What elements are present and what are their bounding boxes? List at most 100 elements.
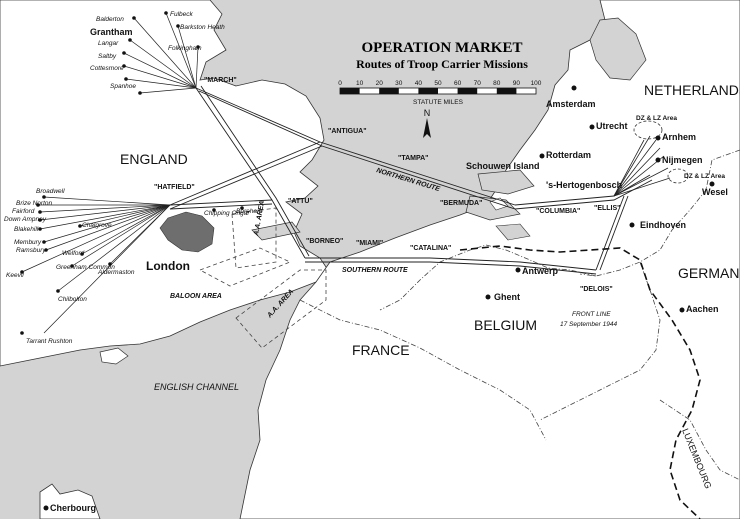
country-germany: GERMANY [678,265,740,281]
place-amsterdam: Amsterdam [546,99,596,109]
dz-ellipse-arnhem [633,120,663,140]
place-london: London [146,259,190,273]
airfield-label: Welford [62,250,85,257]
country-belgium: BELGIUM [474,317,537,333]
airfield-label: Keevil [6,272,24,279]
airfield-label: Langar [98,40,119,47]
north-spokes [123,12,199,94]
english-channel-label: ENGLISH CHANNEL [154,382,239,392]
place-eindhoven: Eindhoven [640,220,686,230]
scale-bar [339,87,537,95]
airfield-label: Down Ampney [4,216,47,223]
country-france: FRANCE [352,342,410,358]
airfield-label: Aldermaston [97,269,135,276]
place-hertogenbosch: 's-Hertogenbosch [546,180,622,190]
isle-of-wight [99,347,129,365]
airfield-label: Grantham [90,27,133,37]
thames-estuary [251,221,301,241]
scale-tick: 10 [356,80,364,87]
baloon-zone [199,247,292,287]
scale-tick: 20 [376,80,384,87]
scale-tick: 100 [531,80,542,87]
continent-land [239,0,740,519]
waypoint-delois: "DELOIS" [580,286,613,293]
place-dz-lz-2: DZ & LZ Area [684,173,725,180]
waypoint-columbia: "COLUMBIA" [536,208,580,215]
front-line-label: FRONT LINE [572,311,611,318]
airfield-label: Barkston Heath [180,24,225,31]
waypoint-borneo: "BORNEO" [306,238,343,245]
waypoint-hatfield: "HATFIELD" [154,184,195,191]
airfield-label: Brize Norton [16,200,53,207]
airfield-label: Folkingham [168,45,202,52]
routes [169,85,653,275]
waypoint-attu: "ATTU" [288,198,313,205]
country-netherlands: NETHERLANDS [644,82,740,98]
dz-fan [613,135,671,197]
place-dz-lz-1: DZ & LZ Area [636,115,677,122]
front-line [459,245,701,519]
place-nijmegen: Nijmegen [662,155,703,165]
zuiderzee [589,17,647,81]
place-ghent: Ghent [494,292,520,302]
airfield-label: Chalgrove [82,222,112,229]
border-lux [659,399,740,481]
scale-tick: 60 [454,80,462,87]
scale-tick: 50 [434,80,442,87]
place-rotterdam: Rotterdam [546,150,591,160]
scale-tick: 80 [493,80,501,87]
waypoint-march: "MARCH" [204,77,237,84]
place-aachen: Aachen [686,304,719,314]
airfield-label: Fulbeck [170,11,194,18]
place-schouwen-island: Schouwen Island [466,161,540,171]
dz-ellipse-nijmegen [667,168,689,184]
north-arrow-icon [423,118,431,138]
map-subtitle: Routes of Troop Carrier Missions [356,57,528,71]
front-line-date: 17 September 1944 [560,321,617,328]
scale-tick: 90 [513,80,521,87]
country-england: ENGLAND [120,151,188,167]
airfield-label: Fairford [12,208,35,215]
place-baloon-area: BALOON AREA [170,293,222,300]
airfield-label: Saltby [98,53,117,60]
waypoint-ellis: "ELLIS" [594,205,620,212]
airfield-label: Spanhoe [110,83,136,90]
place-cherbourg: Cherbourg [50,503,96,513]
london-area [159,211,215,253]
waypoint-miami: "MIAMI" [356,240,383,247]
city-dots [20,11,715,511]
scheldt [495,223,531,241]
waypoint-catalina: "CATALINA" [410,245,451,252]
zeeland-water-1 [477,169,535,195]
place-chipping-ongar: Chipping Ongar [204,210,250,217]
scale-tick: 70 [474,80,482,87]
airfield-label: Membury [14,239,42,246]
scale-tick: 30 [395,80,403,87]
airfield-label: Greenham Common [56,264,115,271]
place-utrecht: Utrecht [596,121,628,131]
place-wesel: Wesel [702,187,728,197]
scale-unit: STATUTE MILES [413,99,464,106]
airfield-label: Blakehill [14,226,39,233]
map-title: OPERATION MARKET [362,40,523,56]
airfield-label: Tarrant Rushton [26,338,73,345]
waypoint-antigua: "ANTIGUA" [328,128,367,135]
airfield-label: Balderton [96,16,124,23]
airfield-label: Chilbolton [58,296,87,303]
place-antwerp: Antwerp [522,266,559,276]
southern-route-label: SOUTHERN ROUTE [342,267,408,274]
airfield-label: Broadwell [36,188,65,195]
airfield-label: Cottesmore [90,65,124,72]
aa-area-1 [231,207,277,269]
cotentin [39,483,101,519]
waypoint-bermuda: "BERMUDA" [440,200,482,207]
aa-area-2 [235,269,327,349]
border-be-nl [379,244,597,311]
border-fr-be [299,299,547,441]
place-boreham: Boreham [236,208,263,215]
wash-bay [199,49,237,87]
south-spokes [21,196,171,334]
place-arnhem: Arnhem [662,132,696,142]
north-label: N [424,108,431,118]
